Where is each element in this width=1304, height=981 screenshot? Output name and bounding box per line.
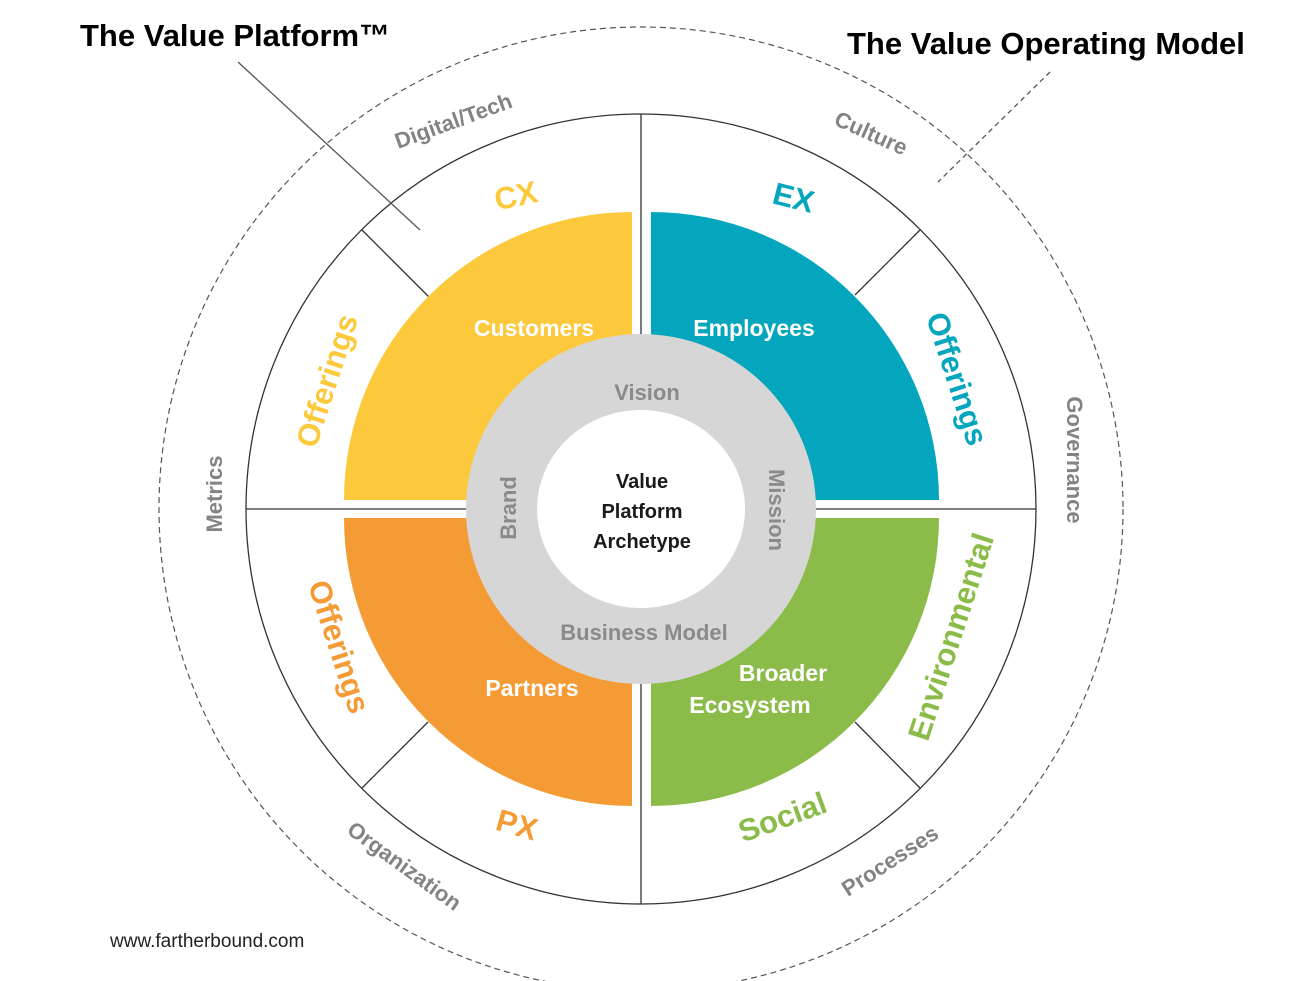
label-metrics: Metrics xyxy=(202,455,227,532)
label-partners: Partners xyxy=(485,675,578,701)
center-line-value: Value xyxy=(616,471,668,493)
divider-diag-tl xyxy=(361,229,432,300)
label-employees: Employees xyxy=(693,315,814,341)
title-value-platform: The Value Platform™ xyxy=(80,18,390,53)
center-line-archetype: Archetype xyxy=(593,531,691,553)
label-culture: Culture xyxy=(831,106,912,160)
label-business-model: Business Model xyxy=(560,620,727,645)
title-value-operating-model: The Value Operating Model xyxy=(847,26,1245,61)
leader-line-operating-model xyxy=(937,71,1051,183)
label-broader: Broader xyxy=(739,660,827,686)
label-social: Social xyxy=(734,785,832,849)
outer-dashed-ring xyxy=(158,26,1124,981)
label-digital-tech: Digital/Tech xyxy=(391,88,515,154)
label-cx: CX xyxy=(491,174,541,217)
label-mission: Mission xyxy=(764,469,789,551)
label-ecosystem: Ecosystem xyxy=(689,692,810,718)
label-processes: Processes xyxy=(837,820,943,901)
divider-diag-bl xyxy=(361,721,429,789)
label-vision: Vision xyxy=(614,380,680,405)
footer-url: www.fartherbound.com xyxy=(109,931,304,952)
leader-line-value-platform xyxy=(237,61,421,231)
label-ex: EX xyxy=(769,176,818,220)
label-offerings-ex: Offerings xyxy=(919,308,995,450)
divider-diag-br xyxy=(854,721,921,789)
label-customers: Customers xyxy=(474,315,594,341)
center-line-platform: Platform xyxy=(601,501,682,523)
core-center xyxy=(537,410,745,608)
label-px: PX xyxy=(492,802,542,847)
label-brand: Brand xyxy=(496,476,521,540)
label-organization: Organization xyxy=(343,816,466,915)
divider-diag-tr xyxy=(854,229,921,296)
label-governance: Governance xyxy=(1062,396,1087,523)
